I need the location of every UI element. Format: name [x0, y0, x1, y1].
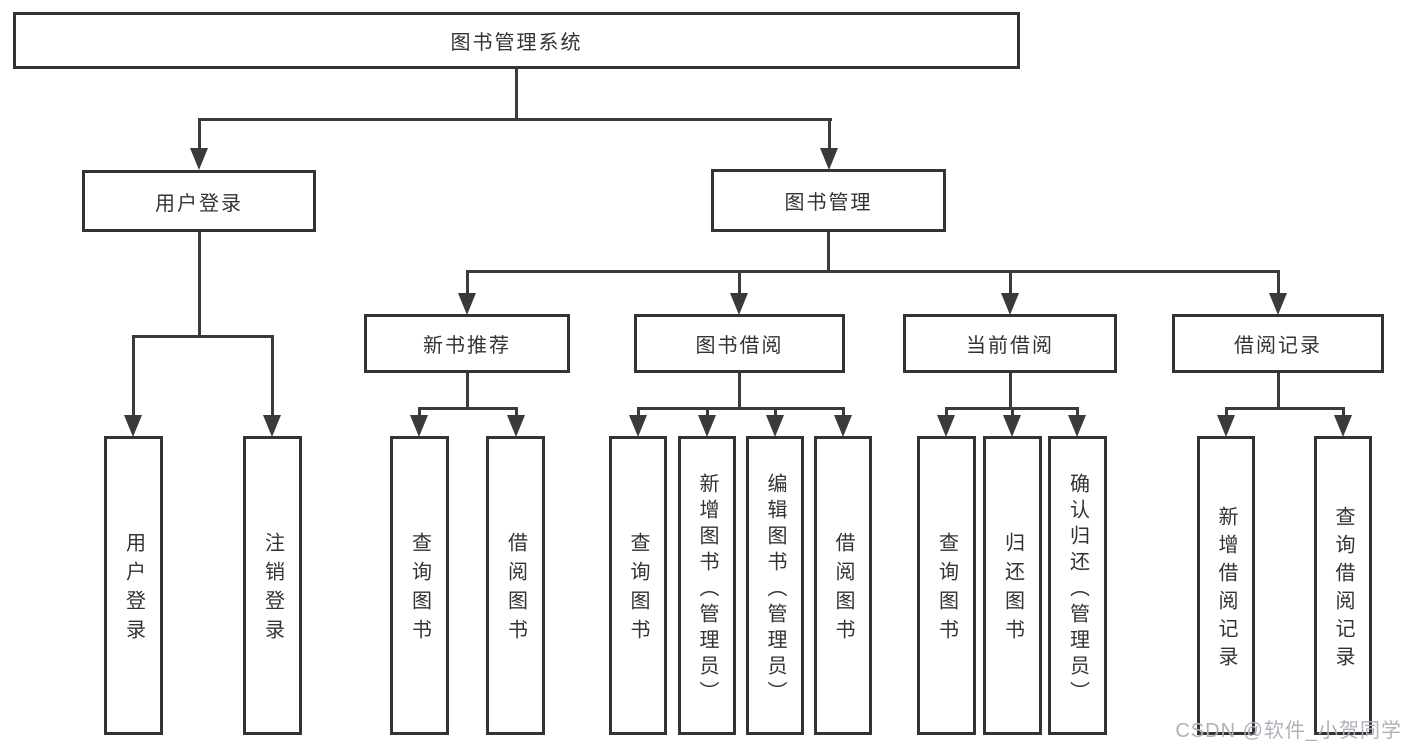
- node-leaf-user-login: 用户登录: [104, 436, 163, 735]
- connector-book-mgmt-stem: [827, 230, 830, 273]
- connector-leaf-drop: [842, 407, 845, 418]
- connector-borrow-stem: [738, 371, 741, 410]
- connector-leaf-drop: [706, 407, 709, 418]
- node-leaf-query-books-1: 查询图书: [390, 436, 449, 735]
- arrow-down-icon: [834, 415, 852, 437]
- arrow-down-icon: [937, 415, 955, 437]
- node-leaf-query-books-3: 查询图书: [917, 436, 976, 735]
- connector-l3-drop: [1277, 270, 1280, 296]
- node-leaf-query-borrow-record: 查询借阅记录: [1314, 436, 1372, 735]
- arrow-down-icon: [263, 415, 281, 437]
- csdn-watermark: CSDN @软件_小贺同学: [1175, 720, 1402, 742]
- connector-leaf-drop: [945, 407, 948, 418]
- connector-records-stem: [1277, 371, 1280, 410]
- connector-records-rail: [1225, 407, 1345, 410]
- arrow-down-icon: [410, 415, 428, 437]
- node-leaf-logout: 注销登录: [243, 436, 302, 735]
- arrow-down-icon: [458, 293, 476, 315]
- node-root: 图书管理系统: [13, 12, 1020, 69]
- connector-user-login-stem: [198, 230, 201, 338]
- arrow-down-icon: [190, 148, 208, 170]
- node-leaf-add-book-admin: 新增图书（管理员）: [678, 436, 736, 735]
- arrow-down-icon: [1001, 293, 1019, 315]
- connector-leaf-drop: [637, 407, 640, 418]
- connector-current-stem: [1009, 371, 1012, 410]
- arrow-down-icon: [698, 415, 716, 437]
- arrow-down-icon: [1003, 415, 1021, 437]
- node-new-book-recommend: 新书推荐: [364, 314, 570, 373]
- connector-l3-drop: [1009, 270, 1012, 296]
- node-leaf-borrow-books-2: 借阅图书: [814, 436, 872, 735]
- connector-l3-drop: [738, 270, 741, 296]
- connector-root-stem: [515, 67, 518, 120]
- connector-leaf-drop: [418, 407, 421, 418]
- node-book-borrowing: 图书借阅: [634, 314, 845, 373]
- connector-leaf-drop: [774, 407, 777, 418]
- connector-book-mgmt-drop: [828, 118, 831, 151]
- connector-newbook-rail: [418, 407, 518, 410]
- connector-leaf-drop: [1076, 407, 1079, 418]
- arrow-down-icon: [1217, 415, 1235, 437]
- node-user-login: 用户登录: [82, 170, 316, 232]
- connector-leaf-drop: [1225, 407, 1228, 418]
- node-borrowing-records: 借阅记录: [1172, 314, 1384, 373]
- node-leaf-query-books-2: 查询图书: [609, 436, 667, 735]
- connector-l3-drop: [466, 270, 469, 296]
- node-book-management: 图书管理: [711, 169, 946, 232]
- arrow-down-icon: [730, 293, 748, 315]
- arrow-down-icon: [766, 415, 784, 437]
- node-leaf-add-borrow-record: 新增借阅记录: [1197, 436, 1255, 735]
- connector-user-login-rail: [132, 335, 274, 338]
- connector-l3-rail: [466, 270, 1280, 273]
- arrow-down-icon: [1334, 415, 1352, 437]
- connector-leaf-drop: [132, 335, 135, 418]
- arrow-down-icon: [1068, 415, 1086, 437]
- node-current-borrowing: 当前借阅: [903, 314, 1117, 373]
- connector-newbook-stem: [466, 371, 469, 410]
- connector-leaf-drop: [271, 335, 274, 418]
- arrow-down-icon: [629, 415, 647, 437]
- connector-user-login-drop: [198, 118, 201, 151]
- node-leaf-return-books: 归还图书: [983, 436, 1042, 735]
- arrow-down-icon: [820, 148, 838, 170]
- connector-borrow-rail: [637, 407, 845, 410]
- connector-leaf-drop: [515, 407, 518, 418]
- node-leaf-borrow-books-1: 借阅图书: [486, 436, 545, 735]
- connector-l2-rail: [198, 118, 832, 121]
- connector-leaf-drop: [1011, 407, 1014, 418]
- arrow-down-icon: [507, 415, 525, 437]
- arrow-down-icon: [124, 415, 142, 437]
- arrow-down-icon: [1269, 293, 1287, 315]
- connector-leaf-drop: [1342, 407, 1345, 418]
- node-leaf-confirm-return-admin: 确认归还（管理员）: [1048, 436, 1107, 735]
- node-leaf-edit-book-admin: 编辑图书（管理员）: [746, 436, 804, 735]
